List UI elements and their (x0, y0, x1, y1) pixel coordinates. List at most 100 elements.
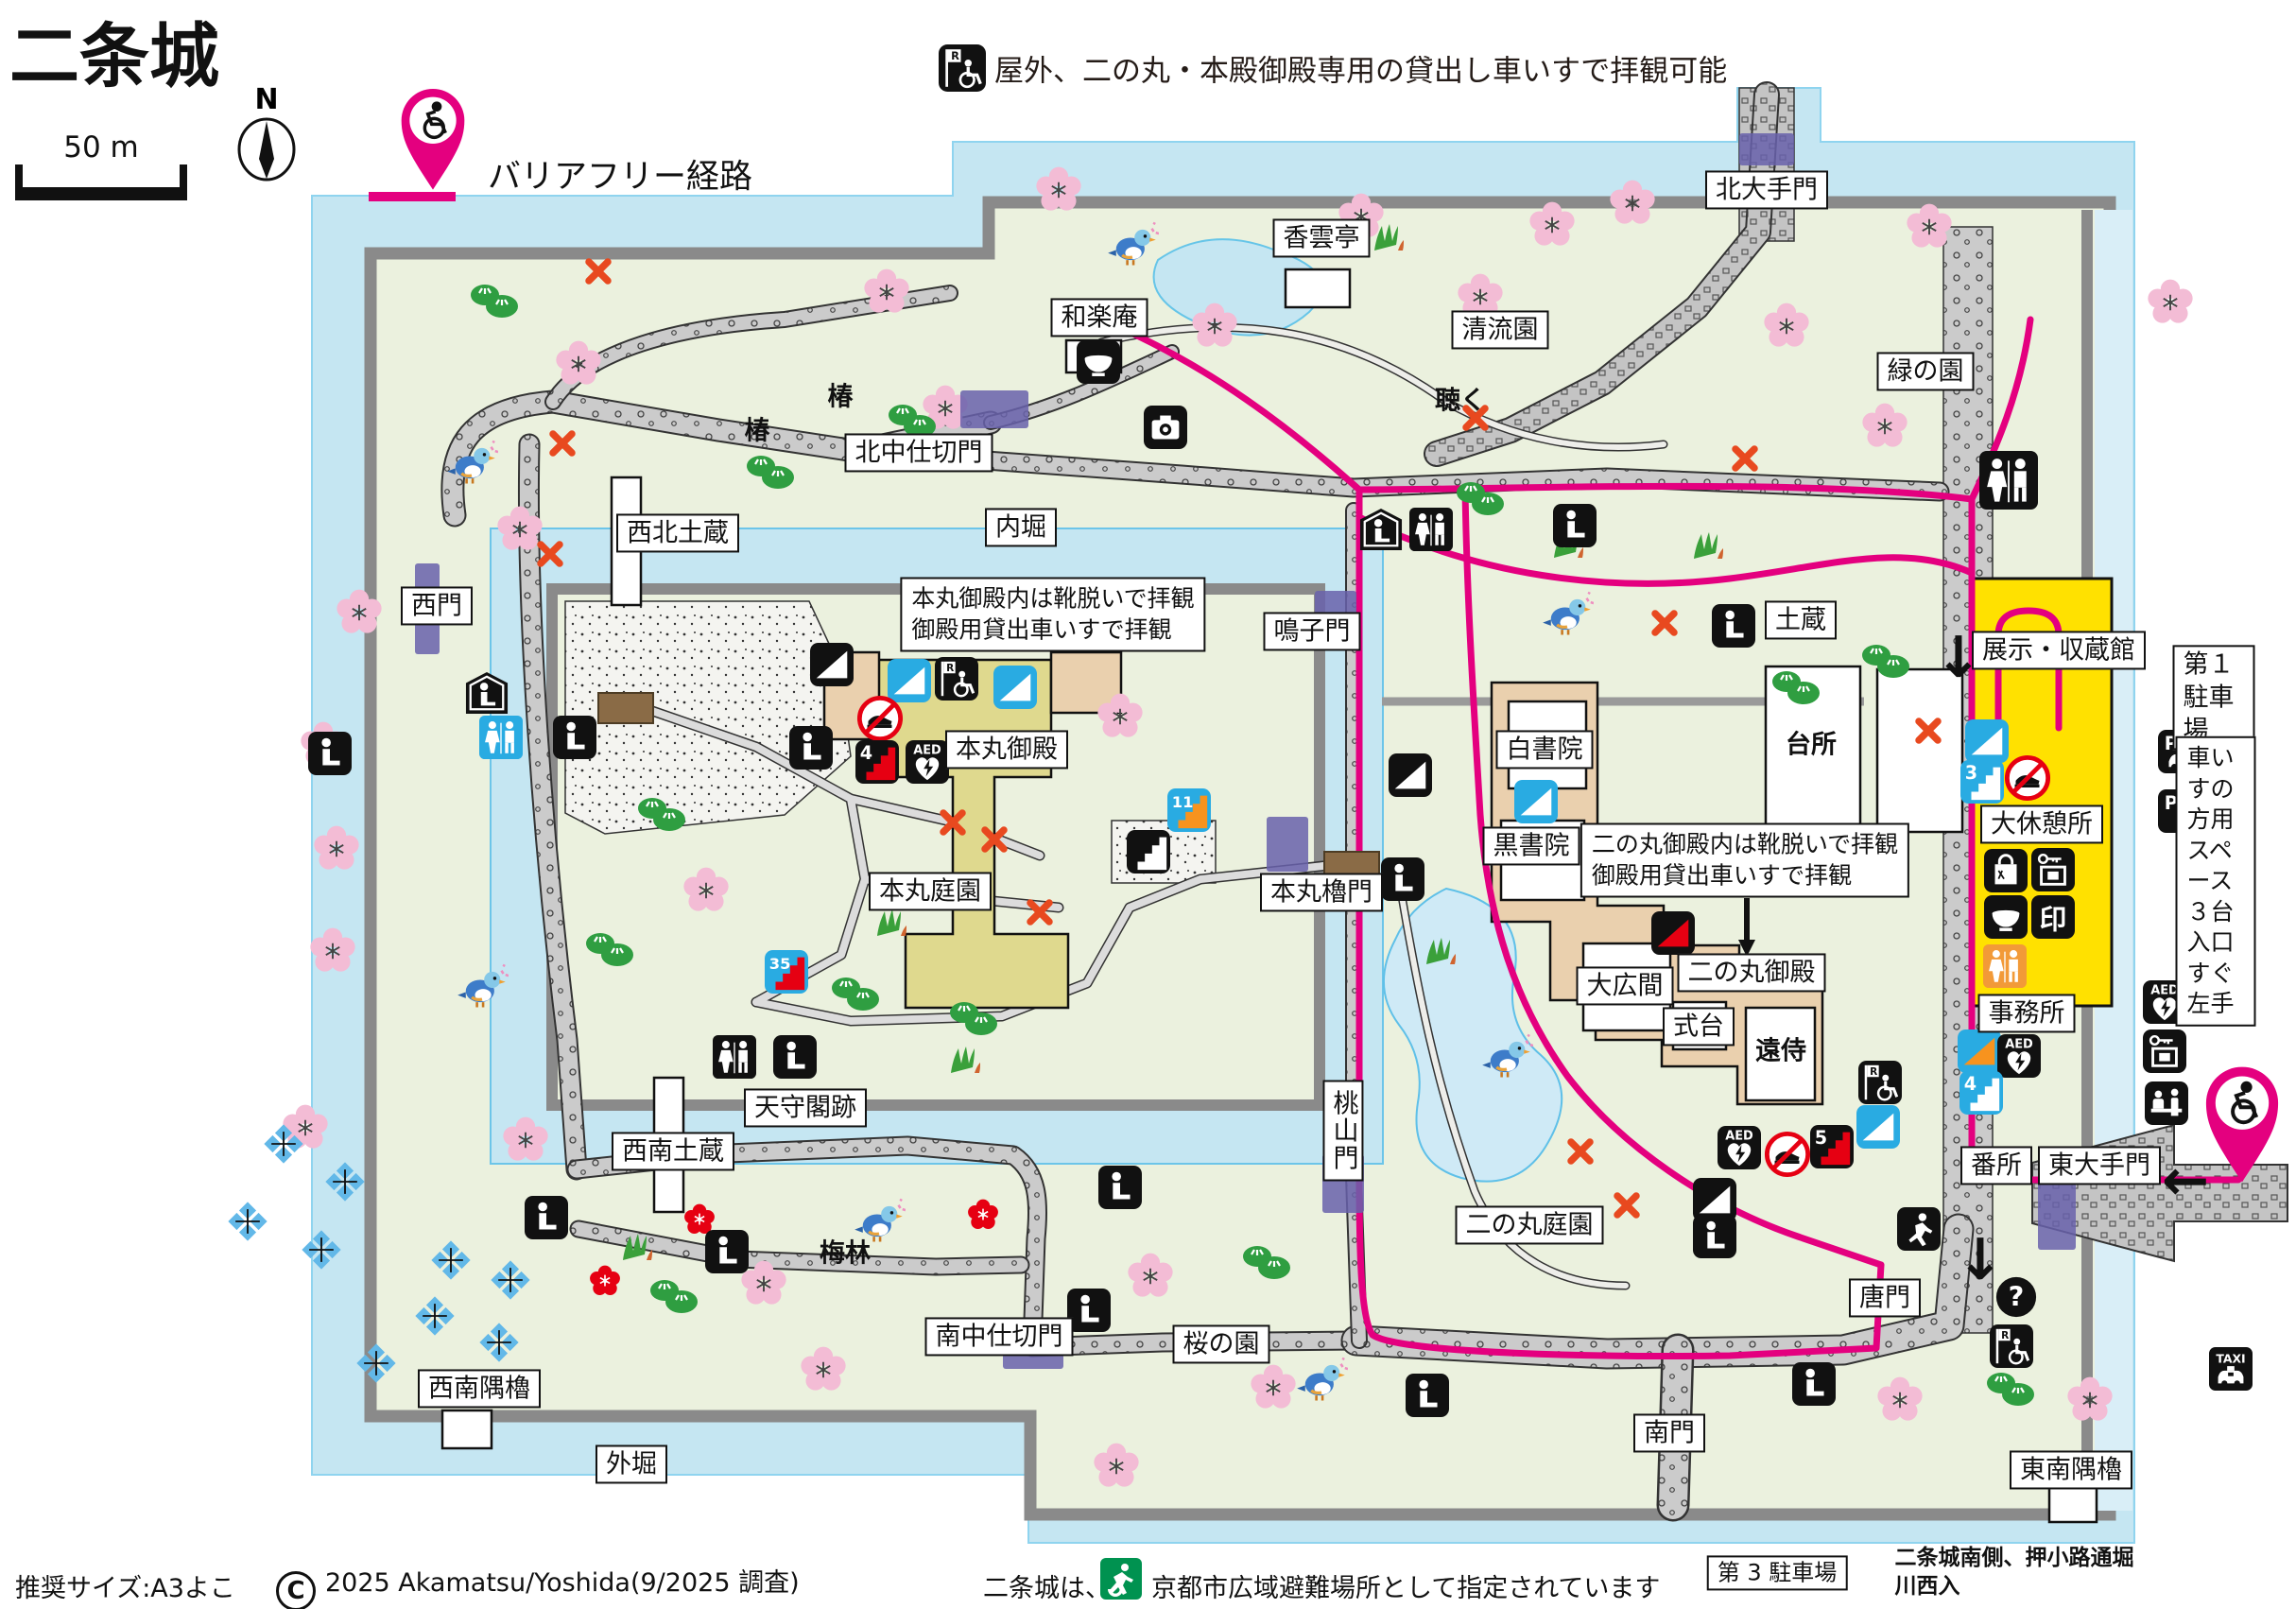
map-label: 二の丸御殿内は靴脱いで拝観 御殿用貸出車いすで拝観 (1580, 822, 1910, 898)
slope-ramp-icon (1514, 780, 1558, 823)
map-label: 大広間 (1576, 966, 1674, 1006)
map-label: 内堀 (985, 508, 1057, 547)
slope-ramp-icon (1965, 719, 2009, 763)
map-label: 東南隅櫓 (2010, 1450, 2132, 1490)
map-label: 西門 (401, 586, 473, 626)
plum-icon (964, 1196, 1002, 1234)
map-label: 番所 (1960, 1146, 2032, 1185)
map-label: 黒書院 (1482, 826, 1580, 866)
svg-text:R: R (951, 49, 959, 62)
xmark-icon (536, 540, 564, 568)
question-icon: ? (1994, 1275, 2038, 1319)
toilet-icon (479, 716, 523, 759)
map-label: 西北土蔵 (616, 513, 739, 553)
sakura-icon (1860, 402, 1909, 451)
bench-icon (525, 1196, 568, 1239)
slope-ramp-icon (1856, 1105, 1900, 1149)
xmark-icon (584, 257, 613, 285)
map-label: 事務所 (1977, 994, 2076, 1033)
wheelchair-rental-icon: R (939, 44, 986, 92)
slope-ramp-icon (993, 666, 1037, 709)
xmark-icon (548, 429, 577, 458)
map-label: 西南隅櫓 (418, 1369, 541, 1409)
evacuation-note-suffix: 京都市広域避難場所として指定されています (1151, 1574, 1661, 1603)
direction-arrow-icon: ↓ (1956, 1227, 2005, 1293)
grass-icon (1688, 528, 1730, 561)
sakura-icon (1249, 1363, 1298, 1412)
map-label: 本丸庭園 (869, 872, 992, 911)
steep-slope-icon (1897, 1207, 1941, 1251)
bench-icon (1406, 1374, 1449, 1417)
map-label: 本丸御殿 (945, 730, 1068, 770)
sakura-icon (1126, 1252, 1175, 1301)
shop-icon (1984, 849, 2028, 892)
map-label: 香雲亭 (1272, 218, 1371, 258)
sakura-icon (1034, 165, 1083, 215)
map-label: 台所 (1786, 730, 1837, 760)
sakura-icon (1875, 1375, 1925, 1425)
diamond-icon (264, 1124, 303, 1164)
diamond-icon (431, 1240, 471, 1280)
scale-bar-line (15, 164, 187, 200)
legend-route-label: バリアフリー経路 (488, 158, 753, 197)
bench-icon (773, 1035, 817, 1079)
sakura-icon (1092, 1442, 1141, 1491)
svg-text:35: 35 (769, 955, 791, 973)
bird-icon (445, 440, 499, 487)
steps-count-icon: 3 (1960, 760, 2004, 804)
map-label: 西南土蔵 (612, 1132, 734, 1171)
map-label: 第１駐車場 (2172, 645, 2255, 751)
compass-icon (237, 117, 296, 182)
xmark-icon (939, 808, 967, 837)
diamond-icon (479, 1323, 519, 1362)
map-label: 車いすの方用 スペース３台 入口すぐ左手 (2175, 735, 2256, 1027)
pine-icon (943, 998, 1004, 1040)
svg-text:AED: AED (2150, 983, 2179, 997)
rest-house-icon (465, 671, 509, 715)
xmark-icon (1026, 898, 1054, 926)
map-label: 二条城南側、押小路通堀川西入 (1894, 1546, 2134, 1599)
map-label: 土蔵 (1765, 600, 1837, 640)
map-label: 和楽庵 (1050, 298, 1148, 337)
plum-icon (586, 1262, 624, 1300)
barrier-free-route-pin-icon (2199, 1063, 2286, 1184)
map-label: 聴く (1435, 386, 1486, 416)
map-label: 梅林 (820, 1238, 871, 1269)
sakura-icon (1762, 302, 1811, 351)
toilet-icon (713, 1035, 756, 1079)
tea-house-icon (1984, 895, 2028, 939)
svg-text:11: 11 (1172, 793, 1194, 811)
map-label: 緑の園 (1876, 352, 1975, 391)
pine-icon (464, 281, 525, 322)
grass-icon (945, 1043, 987, 1075)
svg-text:P: P (2165, 792, 2178, 814)
no-shoes-icon (856, 695, 904, 742)
wheelchair-rental-icon: R (1858, 1061, 1902, 1104)
map-label: 白書院 (1495, 730, 1594, 770)
diamond-icon (356, 1343, 396, 1383)
sakura-icon (1096, 692, 1145, 741)
bench-icon (1381, 857, 1424, 901)
gate-marker (1267, 817, 1308, 872)
bench-icon (1693, 1215, 1736, 1258)
grass-icon (1421, 934, 1462, 966)
photo-spot-icon (1144, 406, 1187, 449)
sakura-icon (1190, 302, 1239, 351)
coin-locker-icon (2031, 848, 2075, 891)
gate-marker (1739, 133, 1794, 165)
slope-ramp-icon (1693, 1178, 1736, 1221)
slope-ramp-icon (810, 643, 854, 686)
map-label: 東大手門 (2038, 1146, 2161, 1185)
header-note: 屋外、二の丸・本殿御殿専用の貸出し車いすで拝観可能 (994, 54, 1728, 89)
no-shoes-icon (2004, 754, 2051, 802)
pine-icon (882, 401, 942, 442)
steps-count-icon: 5 (1810, 1125, 1854, 1168)
toilet-icon (1409, 508, 1453, 551)
diamond-icon (325, 1162, 365, 1202)
svg-text:印: 印 (2040, 903, 2067, 935)
sakura-icon (495, 505, 544, 554)
slope-ramp-icon (888, 659, 931, 702)
steps-count-icon: 35 (765, 950, 808, 994)
pine-icon (1450, 478, 1511, 520)
grass-icon (872, 906, 913, 938)
